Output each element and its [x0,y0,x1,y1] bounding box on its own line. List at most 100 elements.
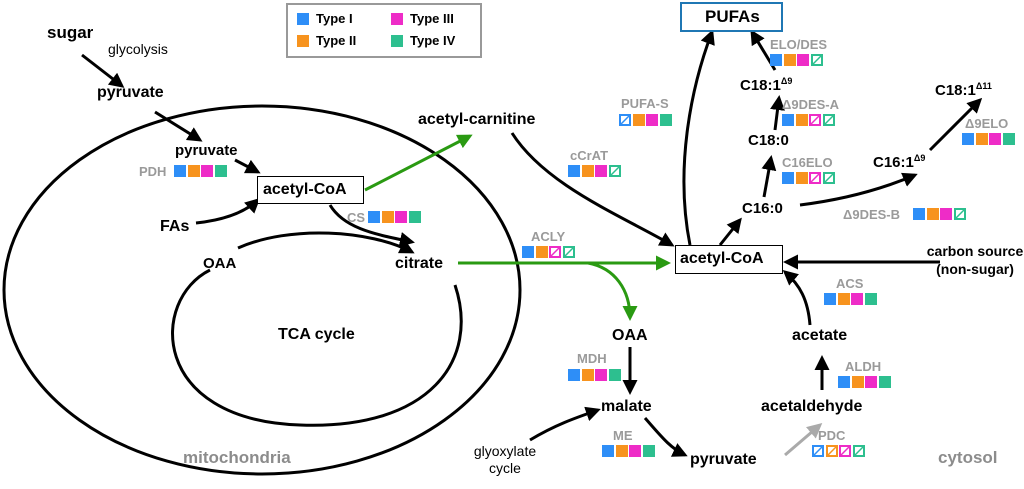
acetyl-coa-mito-label: acetyl-CoA [263,181,347,198]
cytosol-label: cytosol [938,448,998,467]
arrow-acetylcoa-pufas [682,29,715,246]
pdh-type3-filled-square [201,165,213,177]
cs-label: CS [347,210,366,225]
pufa-s-type3-filled-square [646,114,658,126]
elo-des-type2-filled-square [783,54,796,66]
pdc-type1-hatched-square [812,445,824,457]
acs-type1-filled-square [824,293,836,305]
legend-label-type2: Type II [316,33,357,48]
cs-type2-filled-square [381,211,394,223]
legend-swatch-type2 [297,35,309,47]
acetate-label: acetate [792,327,848,344]
carbon-source-label: carbon source (non-sugar) [926,243,1024,277]
pyruvate-top-label: pyruvate [97,84,164,101]
pdc-label: PDC [818,428,846,443]
acly-label: ACLY [531,229,566,244]
c16elo-label: C16ELO [782,155,833,170]
arrow-citrate-oaa [587,261,638,321]
acly-type4-hatched-square [562,246,575,258]
pdc-type2-hatched-square [825,445,838,457]
pufa-s-type1-hatched-square [619,114,631,126]
me-type4-filled-square [642,445,655,457]
d9elo-label: Δ9ELO [965,116,1009,131]
aldh-type2-filled-square [851,376,864,388]
acetyl-coa-cyto-label: acetyl-CoA [680,250,764,267]
mdh-type1-filled-square [568,369,580,381]
acs-label: ACS [836,276,864,291]
fas-label: FAs [160,218,190,235]
citrate-label: citrate [395,255,444,272]
legend-swatch-type1 [297,13,309,25]
arrow-malate-pyruvate [643,417,688,457]
c16elo-type3-hatched-square [809,172,821,184]
legend: Type I Type II Type III Type IV [286,3,482,58]
arrow-c160-c180 [761,155,777,198]
d9elo-type1-filled-square [962,133,974,145]
arrow-c161-c181d11 [928,97,983,152]
d9des-b-type4-hatched-square [953,208,966,220]
pufa-s-type4-filled-square [659,114,672,126]
acly-type3-hatched-square [549,246,561,258]
acetyl-coa-mito-box [257,176,364,204]
acetaldehyde-label: acetaldehyde [761,398,863,415]
cs-type1-filled-square [368,211,380,223]
pyruvate-mito-label: pyruvate [175,142,238,159]
pdc-type3-hatched-square [839,445,851,457]
ccrat-type1-filled-square [568,165,580,177]
mdh-type4-filled-square [608,369,621,381]
me-type1-filled-square [602,445,614,457]
acs-type4-filled-square [864,293,877,305]
arrow-c180-c181 [770,95,785,131]
d9elo-type4-filled-square [1002,133,1015,145]
legend-label-type3: Type III [410,11,454,26]
pufa-s-type2-filled-square [632,114,645,126]
cs-type3-filled-square [395,211,407,223]
d9des-a-type1-filled-square [782,114,794,126]
arrow-acetate-acetylcoa [782,270,812,326]
tca-arrow-oaa-citrate [237,231,415,254]
acetyl-carnitine-label: acetyl-carnitine [418,111,536,128]
arrow-fas-acetylcoa [195,197,261,225]
oaa-cyto-label: OAA [612,327,648,344]
ccrat-type2-filled-square [581,165,594,177]
d9elo-type3-filled-square [989,133,1001,145]
pdh-type4-filled-square [214,165,227,177]
mdh-type2-filled-square [581,369,594,381]
c16elo-type2-filled-square [795,172,808,184]
aldh-label: ALDH [845,359,882,374]
legend-swatch-type3 [391,13,403,25]
d9des-b-type3-filled-square [940,208,952,220]
cs-type4-filled-square [408,211,421,223]
mitochondria-membrane [2,104,522,476]
acetyl-coa-cyto-box [675,245,783,274]
arrow-acetylcoa-carnitine [364,134,473,192]
c16elo-type4-hatched-square [822,172,835,184]
arrow-pyruvate-acetaldehyde [784,423,823,457]
arrow-pyruvate-acetylcoa [234,158,261,174]
tca-cycle-ring [171,268,463,427]
acs-type3-filled-square [851,293,863,305]
d9des-a-type2-filled-square [795,114,808,126]
pufas-label: PUFAs [705,7,760,26]
arrow-acetylcoa-citrate [328,204,415,247]
aldh-type3-filled-square [865,376,877,388]
acly-type2-filled-square [535,246,548,258]
malate-label: malate [601,398,652,415]
c16elo-type1-filled-square [782,172,794,184]
acly-type1-filled-square [522,246,534,258]
arrow-acetylcoa-c160 [718,217,742,246]
c16-0-label: C16:0 [742,200,783,217]
d9des-b-type2-filled-square [926,208,939,220]
legend-label-type1: Type I [316,11,353,26]
pyruvate-cyto-label: pyruvate [690,451,757,468]
c18-1-d11-label: C18:1Δ11 [935,81,992,99]
arrow-glyoxylate-malate [529,406,601,442]
c18-0-label: C18:0 [748,132,789,149]
pufa-s-label: PUFA-S [621,96,669,111]
arrow-carnitine-acetylcoa [510,132,675,247]
legend-swatch-type4 [391,35,403,47]
elo-des-label: ELO/DES [770,37,828,52]
pdh-type1-filled-square [174,165,186,177]
glycolysis-label: glycolysis [108,41,168,57]
